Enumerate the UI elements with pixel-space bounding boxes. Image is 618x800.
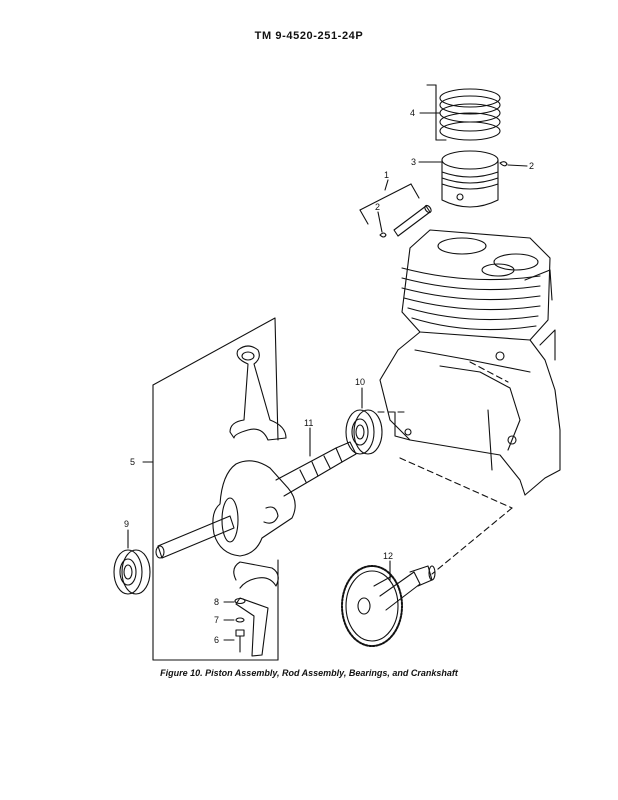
callout-4: 4 [410,108,415,118]
crankshaft [155,441,357,559]
cylinder-block [379,229,561,496]
main-bearing-left [113,549,151,595]
callout-8: 8 [214,597,219,607]
callout-2-ring: 2 [529,161,534,171]
document-number: TM 9-4520-251-24P [254,30,364,42]
connecting-rod [229,345,287,657]
callout-1: 1 [384,170,389,180]
piston [441,150,499,208]
callout-11: 11 [304,418,313,428]
piston-pin-assembly [359,161,508,238]
rod-cap-hardware [223,597,246,653]
figure-caption: Figure 10. Piston Assembly, Rod Assembly… [160,668,458,678]
rod-assembly-bracket [142,317,279,661]
callout-10: 10 [355,377,365,387]
callout-2-pin: 2 [375,202,380,212]
callout-9: 9 [124,519,129,529]
assembly-guide-lines [377,361,513,575]
camshaft-gear [341,565,436,647]
callout-labels: 4 3 2 1 2 10 11 5 9 12 8 7 6 [124,108,534,645]
callout-12: 12 [383,551,393,561]
callout-7: 7 [214,615,219,625]
callout-6: 6 [214,635,219,645]
callout-leaders [127,112,528,581]
main-bearing-right [345,409,383,455]
callout-5: 5 [130,457,135,467]
callout-3: 3 [411,157,416,167]
